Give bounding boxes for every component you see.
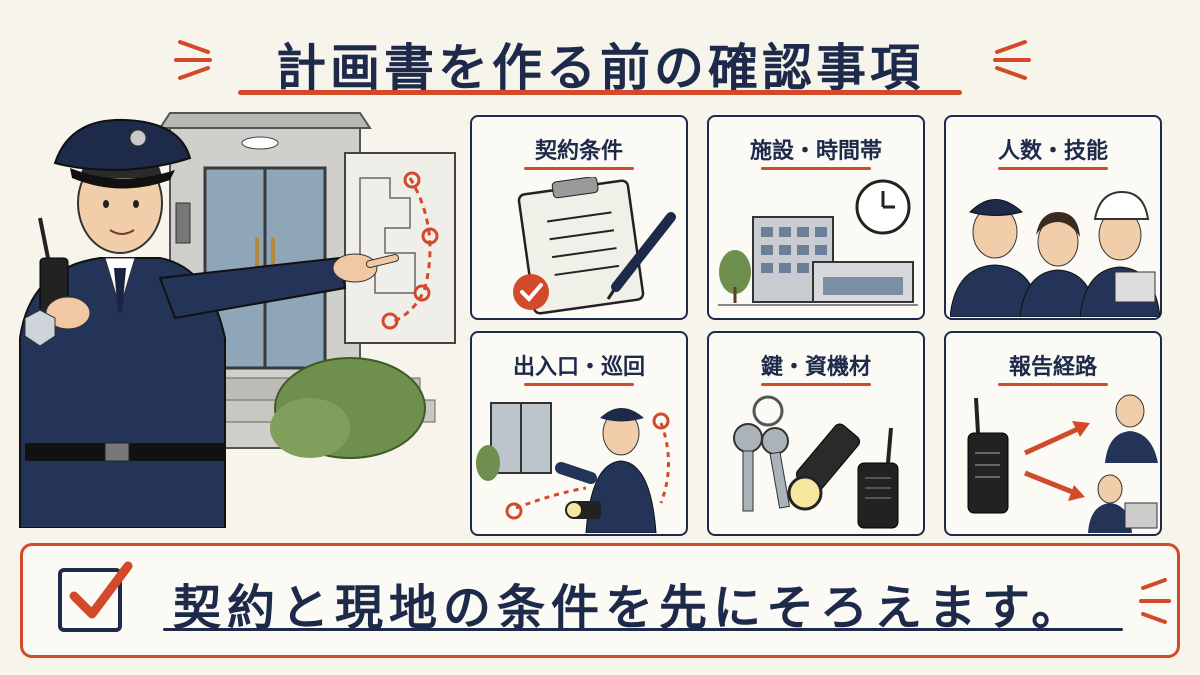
card-contract-terms: 契約条件	[470, 115, 688, 320]
title-underline	[238, 90, 962, 95]
card-label: 施設・時間帯	[749, 139, 882, 164]
card-label: 出入口・巡回	[512, 355, 645, 380]
summary-text: 契約と現地の条件を先にそろえます。	[173, 580, 1086, 636]
sparkle-lines-right-icon	[993, 40, 1031, 80]
card-reporting-route: 報告経路	[944, 331, 1162, 536]
card-label: 鍵・資機材	[760, 355, 871, 380]
card-keys-equipment: 鍵・資機材	[707, 331, 925, 536]
card-label: 契約条件	[534, 139, 623, 164]
staff-group-icon	[950, 190, 1160, 317]
card-entrance-patrol: 出入口・巡回	[470, 331, 688, 536]
building-clock-icon	[718, 179, 918, 306]
label-underline	[998, 383, 1108, 386]
radio-report-route-icon	[967, 394, 1158, 533]
card-staff-skills: 人数・技能	[944, 115, 1162, 320]
card-label: 人数・技能	[997, 139, 1108, 164]
summary-underline	[163, 628, 1123, 631]
checkbox-checked-icon	[58, 561, 133, 632]
label-underline	[761, 383, 871, 386]
summary-box: 契約と現地の条件を先にそろえます。	[20, 543, 1180, 658]
page-title: 計画書を作る前の確認事項	[276, 39, 924, 97]
keys-flashlight-radio-icon	[733, 395, 899, 529]
sparkle-lines-icon	[1139, 578, 1171, 624]
label-underline	[761, 167, 871, 170]
entrance-patrol-icon	[476, 402, 670, 533]
guard-pointing-illustration	[19, 112, 456, 528]
card-facility-hours: 施設・時間帯	[707, 115, 925, 320]
label-underline	[524, 383, 634, 386]
card-label: 報告経路	[1008, 355, 1097, 380]
sparkle-lines-left-icon	[174, 40, 212, 80]
header: 計画書を作る前の確認事項	[0, 18, 1200, 108]
clipboard-checklist-icon	[513, 177, 676, 315]
label-underline	[998, 167, 1108, 170]
label-underline	[524, 167, 634, 170]
